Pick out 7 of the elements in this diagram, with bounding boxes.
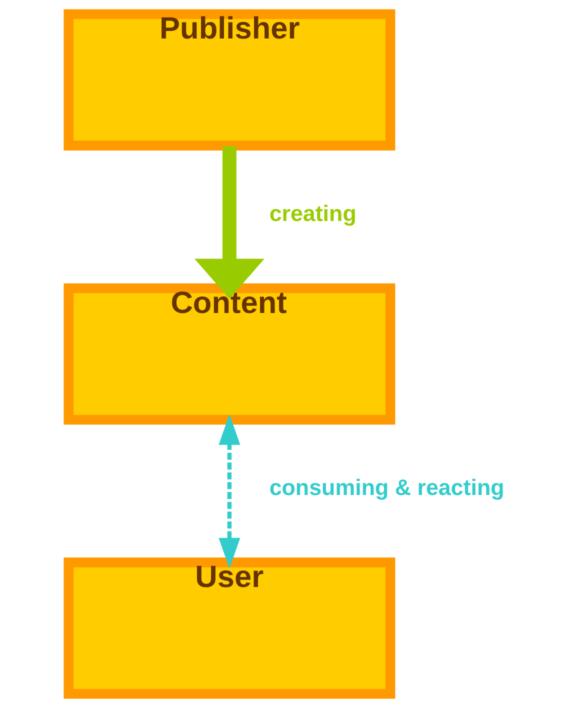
node-box: User	[63, 558, 395, 699]
edge-label: consuming & reacting	[268, 474, 504, 500]
arrow	[218, 414, 240, 569]
arrow	[194, 146, 264, 299]
node-box: Publisher	[63, 9, 395, 150]
node-box: Content	[63, 283, 395, 425]
edge-label: creating	[268, 200, 356, 226]
